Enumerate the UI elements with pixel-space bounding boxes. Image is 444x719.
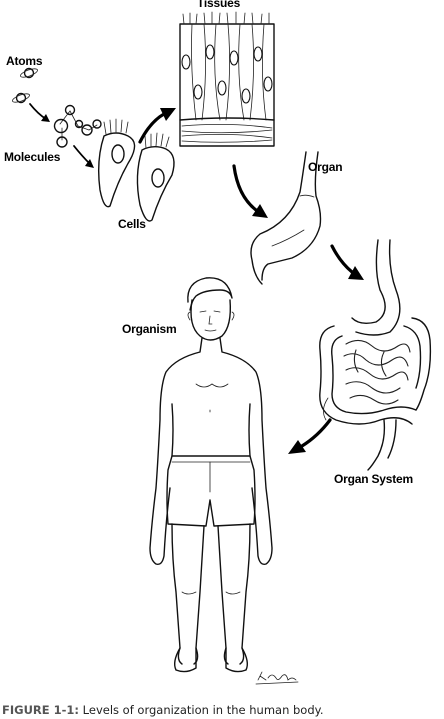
tissue-illustration xyxy=(179,11,275,147)
artist-signature xyxy=(255,671,299,685)
molecule-illustration xyxy=(53,104,102,148)
label-organism: Organism xyxy=(122,322,177,336)
label-cells: Cells xyxy=(118,217,146,231)
figure-caption-text: Levels of organization in the human body… xyxy=(79,703,324,717)
label-atoms: Atoms xyxy=(6,54,43,68)
arrow-molecules-to-cells xyxy=(73,145,94,168)
figure-caption-prefix: FIGURE 1-1: xyxy=(2,703,80,717)
label-molecules: Molecules xyxy=(4,150,61,164)
arrow-organ-system-to-organism xyxy=(288,418,332,454)
arrow-cells-to-tissues xyxy=(138,108,176,144)
label-tissues: Tissues xyxy=(197,0,241,10)
cells-illustration xyxy=(97,118,175,222)
label-organ: Organ xyxy=(308,160,343,174)
arrow-atoms-to-molecules xyxy=(29,103,50,122)
atom-illustration-bottom xyxy=(12,92,30,104)
figure-caption: FIGURE 1-1: Levels of organization in th… xyxy=(2,703,323,717)
stomach-illustration xyxy=(250,151,322,285)
human-figure-illustration xyxy=(149,277,273,673)
label-organ-system: Organ System xyxy=(334,472,413,486)
atom-illustration-top xyxy=(20,67,38,79)
digestive-system-illustration xyxy=(319,239,432,471)
arrow-tissues-to-organ xyxy=(232,164,268,218)
levels-of-organization-diagram xyxy=(12,11,432,685)
arrow-organ-to-organ-system xyxy=(330,244,364,280)
